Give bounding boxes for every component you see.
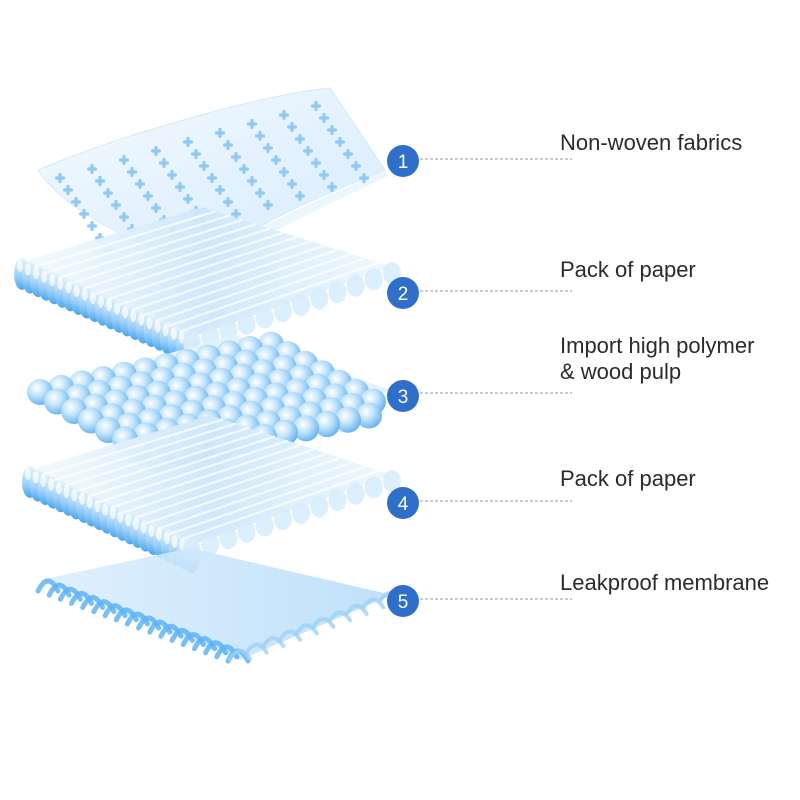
badge-1: 1: [387, 145, 419, 177]
layer-pack-of-paper-top: [14, 207, 401, 365]
badge-4: 4: [387, 487, 419, 519]
badge-number: 1: [398, 152, 409, 173]
label-layer-2: Pack of paper: [560, 257, 696, 283]
badge-number: 5: [398, 592, 409, 613]
perforation-crosses: [55, 101, 369, 255]
label-layer-3: Import high polymer & wood pulp: [560, 333, 754, 385]
label-text-line2: & wood pulp: [560, 359, 682, 384]
layer-leakproof-membrane: [35, 548, 402, 664]
layer-non-woven-sheet: [37, 87, 388, 268]
label-text: Import high polymer: [560, 333, 755, 358]
label-text: Pack of paper: [560, 257, 696, 282]
label-layer-5: Leakproof membrane: [560, 570, 769, 596]
layer-polymer-beads: [27, 331, 390, 472]
badge-3: 3: [387, 380, 419, 412]
badge-number: 2: [398, 284, 409, 305]
badge-5: 5: [387, 585, 419, 617]
layer-pack-of-paper-bottom: [22, 415, 401, 573]
label-text: Pack of paper: [560, 466, 696, 491]
label-text: Non-woven fabrics: [560, 130, 743, 155]
badge-number: 4: [398, 494, 409, 515]
label-layer-4: Pack of paper: [560, 466, 696, 492]
label-layer-1: Non-woven fabrics: [560, 130, 742, 156]
badge-2: 2: [387, 277, 419, 309]
badge-number: 3: [398, 387, 409, 408]
leader-lines: [420, 158, 572, 600]
label-text: Leakproof membrane: [560, 570, 770, 595]
